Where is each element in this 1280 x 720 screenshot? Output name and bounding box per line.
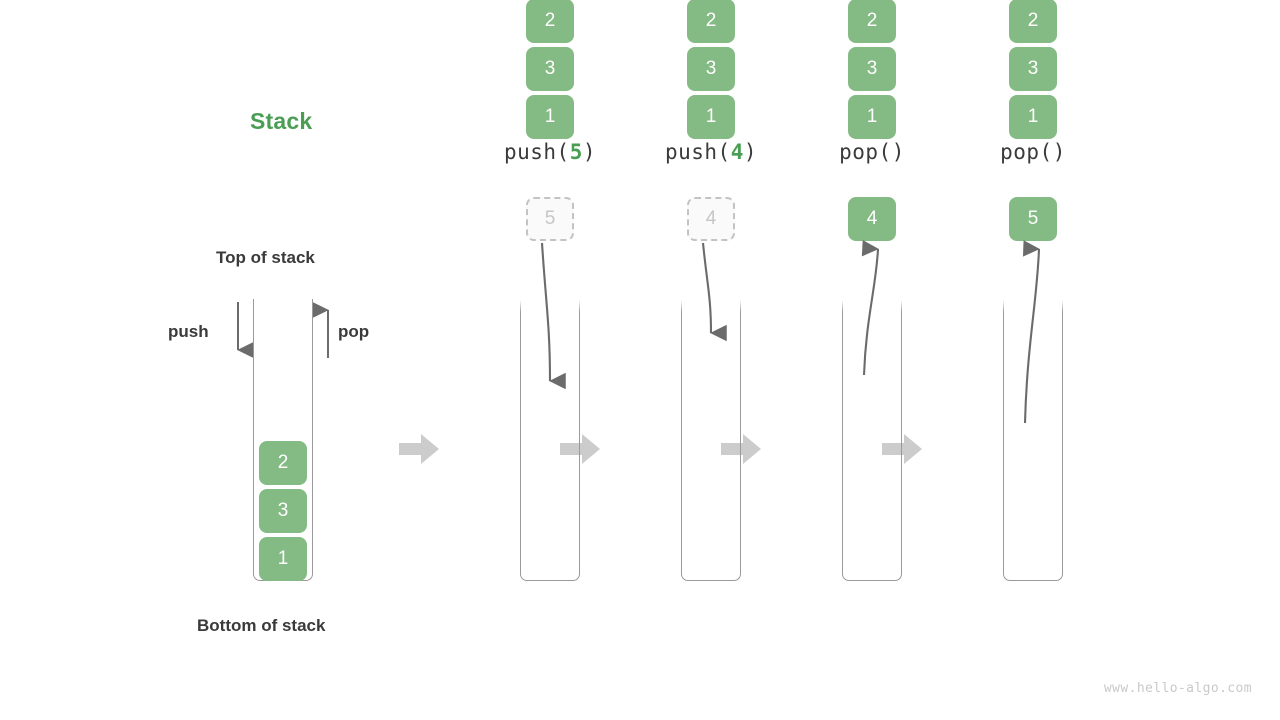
bottom-of-stack-label: Bottom of stack xyxy=(197,616,326,635)
stack-container xyxy=(680,298,742,581)
step-transition-arrow-icon xyxy=(399,434,439,464)
operation-label: pop() xyxy=(792,140,952,164)
push-motion-arrow-icon xyxy=(701,242,727,342)
stack-container xyxy=(1002,298,1064,581)
popped-element: 5 xyxy=(1009,197,1057,241)
stack-cells: 1325 xyxy=(526,0,574,139)
watermark: www.hello-algo.com xyxy=(1103,681,1252,696)
stack-cell: 1 xyxy=(526,95,574,139)
stack-cell: 1 xyxy=(259,537,307,581)
pop-motion-arrow-icon xyxy=(861,240,880,376)
stack-cell: 3 xyxy=(259,489,307,533)
pop-motion-arrow-icon xyxy=(1022,240,1041,424)
incoming-element: 4 xyxy=(687,197,735,241)
operation-paren: ) xyxy=(743,140,758,164)
stack-step-column: pop() 5 1325 xyxy=(953,0,1113,720)
operation-argument: 5 xyxy=(569,140,583,164)
push-label: push xyxy=(168,322,209,341)
stack-cell: 1 xyxy=(848,95,896,139)
stack-cell: 3 xyxy=(1009,47,1057,91)
step-transition-arrow-icon xyxy=(560,434,600,464)
operation-name: pop( xyxy=(1000,140,1053,164)
operation-label: push(4) xyxy=(631,140,791,164)
stack-step-column: push(5)51325 xyxy=(470,0,630,720)
operation-paren: ) xyxy=(891,140,905,164)
popped-element: 4 xyxy=(848,197,896,241)
operation-name: push( xyxy=(664,140,731,164)
stack-container xyxy=(519,298,581,581)
stack-cell: 2 xyxy=(526,0,574,43)
operation-paren: ) xyxy=(1052,140,1066,164)
operation-name: push( xyxy=(503,140,570,164)
pop-direction-arrow-icon xyxy=(313,302,329,358)
stack-step-column: push(4)413254 xyxy=(631,0,791,720)
stack-cell: 1 xyxy=(1009,95,1057,139)
stack-cell: 2 xyxy=(687,0,735,43)
push-direction-arrow-icon xyxy=(237,302,253,358)
page-title: Stack xyxy=(250,108,313,134)
stack-cell: 3 xyxy=(687,47,735,91)
incoming-element: 5 xyxy=(526,197,574,241)
operation-argument: 4 xyxy=(730,140,744,164)
operation-label: push(5) xyxy=(470,140,630,164)
stack-cell: 3 xyxy=(526,47,574,91)
stack-cell: 2 xyxy=(848,0,896,43)
stack-step-column: pop() 4 13254 xyxy=(792,0,952,720)
stack-cell: 1 xyxy=(687,95,735,139)
operation-name: pop( xyxy=(839,140,892,164)
stack-cell: 2 xyxy=(259,441,307,485)
stack-cell: 2 xyxy=(1009,0,1057,43)
step-transition-arrow-icon xyxy=(721,434,761,464)
operation-label: pop() xyxy=(953,140,1113,164)
step-transition-arrow-icon xyxy=(882,434,922,464)
pop-label: pop xyxy=(338,322,370,341)
operation-paren: ) xyxy=(582,140,597,164)
push-motion-arrow-icon xyxy=(540,242,566,390)
top-of-stack-label: Top of stack xyxy=(216,248,315,267)
stack-cell: 3 xyxy=(848,47,896,91)
stack-cells: 1325 xyxy=(1009,0,1057,139)
stack-cells: 13254 xyxy=(687,0,735,139)
stack-cells: 13254 xyxy=(848,0,896,139)
